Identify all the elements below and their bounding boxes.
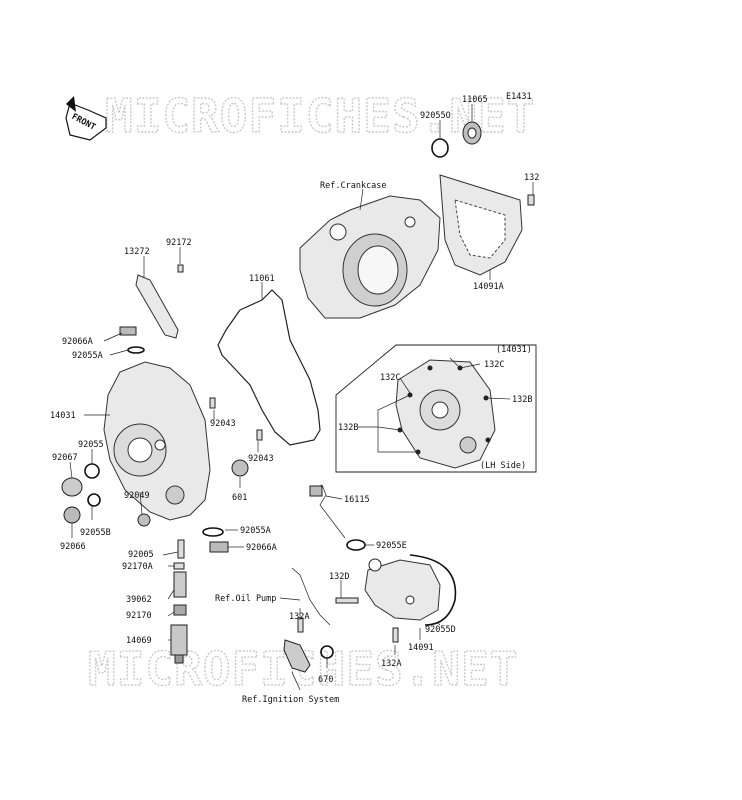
label-92055b: 92055B bbox=[80, 528, 111, 538]
label-92055a-mid: 92055A bbox=[240, 526, 271, 536]
o-ring-92055a-mid bbox=[202, 527, 224, 537]
label-92170a: 92170A bbox=[122, 562, 153, 572]
label-601: 601 bbox=[232, 493, 247, 503]
label-14091a: 14091A bbox=[473, 282, 504, 292]
label-11061: 11061 bbox=[249, 274, 275, 284]
label-132c-2: 132C bbox=[484, 360, 504, 370]
label-92170: 92170 bbox=[126, 611, 152, 621]
label-ref-oil-pump: Ref.Oil Pump bbox=[215, 594, 276, 604]
o-ring-92055 bbox=[84, 463, 100, 479]
bolt-92172 bbox=[177, 264, 184, 273]
label-14091: 14091 bbox=[408, 643, 434, 653]
bracket-13272 bbox=[135, 274, 179, 339]
cover-14091 bbox=[364, 558, 441, 621]
label-ref-crankcase: Ref.Crankcase bbox=[320, 181, 387, 191]
label-132: 132 bbox=[524, 173, 539, 183]
diagram-code: E1431 bbox=[506, 92, 532, 102]
front-arrow-icon: FRONT bbox=[65, 96, 107, 141]
label-92005: 92005 bbox=[128, 550, 154, 560]
label-132a-left: 132A bbox=[289, 612, 309, 622]
label-14031: 14031 bbox=[50, 411, 76, 421]
label-14069: 14069 bbox=[126, 636, 152, 646]
inset-caption: (LH Side) bbox=[480, 461, 526, 471]
label-132c-1: 132C bbox=[380, 373, 400, 383]
label-132d: 132D bbox=[329, 572, 349, 582]
spring-39062 bbox=[173, 571, 187, 598]
label-92055d: 92055D bbox=[425, 625, 456, 635]
label-92172: 92172 bbox=[166, 238, 192, 248]
label-92066a-mid: 92066A bbox=[246, 543, 277, 553]
label-92055e: 92055E bbox=[376, 541, 407, 551]
bolt-132-top bbox=[527, 194, 535, 206]
label-92055o: 92055O bbox=[420, 111, 451, 121]
plug-92066a-mid bbox=[209, 541, 229, 553]
label-92043-a: 92043 bbox=[210, 419, 236, 429]
o-ring-92055e bbox=[346, 539, 366, 551]
bolt-132a-left bbox=[297, 617, 304, 633]
label-92066: 92066 bbox=[60, 542, 86, 552]
seal-92049 bbox=[137, 513, 151, 527]
label-92055a-top: 92055A bbox=[72, 351, 103, 361]
crankcase bbox=[299, 195, 441, 319]
dipstick-16115 bbox=[309, 484, 346, 539]
bearing-601 bbox=[231, 459, 249, 477]
generator-cover-14031 bbox=[103, 361, 211, 521]
leader-lines bbox=[69, 104, 534, 691]
bolt-92170 bbox=[173, 604, 187, 616]
plug-92066a-top bbox=[119, 326, 137, 336]
label-92067: 92067 bbox=[52, 453, 78, 463]
oil-pipe bbox=[283, 567, 331, 673]
label-92043-b: 92043 bbox=[248, 454, 274, 464]
label-92055: 92055 bbox=[78, 440, 104, 450]
label-132a-right: 132A bbox=[381, 659, 401, 669]
cap-92067 bbox=[61, 477, 83, 497]
label-ref-ignition-system: Ref.Ignition System bbox=[242, 695, 339, 705]
cap-92066 bbox=[63, 506, 81, 524]
label-670: 670 bbox=[318, 675, 333, 685]
bolt-92170a bbox=[173, 562, 185, 570]
o-ring-92055a-top bbox=[127, 346, 145, 354]
inset-lh-side: (14031) (LH Side) 132C 132C 132B 132B bbox=[335, 344, 537, 473]
label-16115: 16115 bbox=[344, 495, 370, 505]
o-ring-92055b bbox=[87, 493, 101, 507]
pin-92005 bbox=[177, 539, 185, 559]
label-39062: 39062 bbox=[126, 595, 152, 605]
bolt-132d bbox=[335, 597, 359, 604]
inset-title: (14031) bbox=[496, 345, 532, 355]
bolt-132a-right bbox=[392, 627, 399, 643]
label-92049: 92049 bbox=[124, 491, 150, 501]
gasket-11061 bbox=[217, 289, 321, 446]
dowel-92043b bbox=[256, 429, 263, 441]
label-92066a-top: 92066A bbox=[62, 337, 93, 347]
label-132b-2: 132B bbox=[338, 423, 358, 433]
label-11065: 11065 bbox=[462, 95, 488, 105]
dowel-92043a bbox=[209, 397, 216, 409]
rotor-cover-14091a bbox=[439, 174, 523, 276]
seal-11065 bbox=[462, 121, 482, 145]
label-13272: 13272 bbox=[124, 247, 150, 257]
o-ring-92055d bbox=[409, 554, 457, 626]
label-132b-1: 132B bbox=[512, 395, 532, 405]
